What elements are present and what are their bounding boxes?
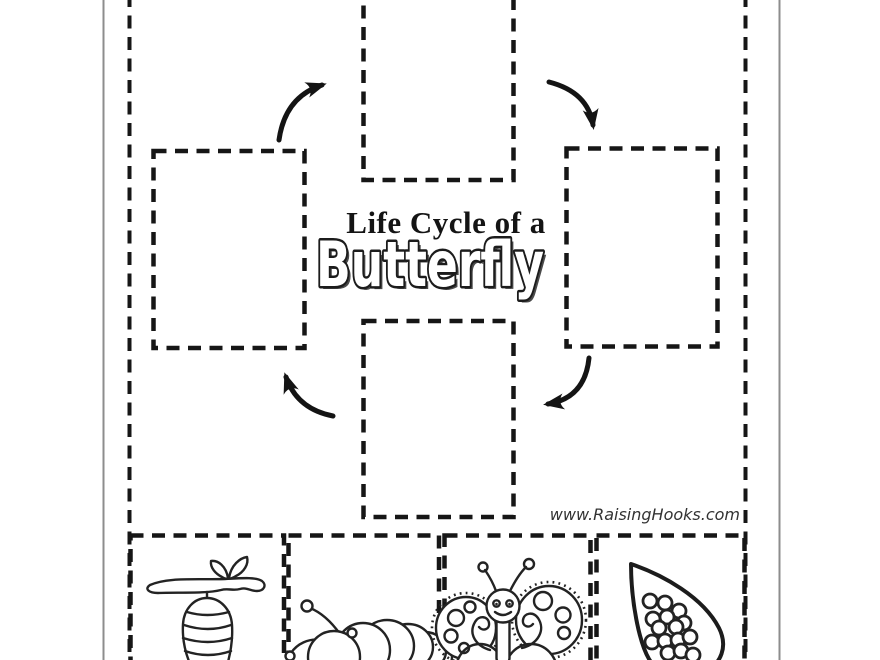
- worksheet-title-bubble: Butterfly Butterfly: [314, 226, 548, 305]
- cycle-arrow-right-to-bottom-icon: [543, 355, 592, 410]
- cycle-slot-bottom: [361, 318, 516, 520]
- cycle-arrow-top-to-right-icon: [546, 79, 599, 130]
- caterpillar-icon: [284, 599, 454, 660]
- cycle-arrow-left-to-top-icon: [276, 82, 327, 143]
- page-edge-lines: [102, 0, 781, 660]
- cycle-arrow-bottom-to-left-icon: [283, 372, 336, 419]
- title-bubble-text: Butterfly: [316, 228, 544, 301]
- cycle-slot-right: [564, 146, 720, 349]
- chrysalis-on-branch-icon: [146, 555, 266, 660]
- butterfly-icon: [430, 557, 588, 660]
- cutout-card-eggs-box: [594, 533, 747, 660]
- cutout-card-caterpillar-box: [286, 533, 442, 660]
- eggs-on-leaf-icon: [629, 562, 725, 660]
- website-credit: www.RaisingHooks.com: [549, 505, 740, 524]
- cycle-slot-top: [361, 0, 516, 183]
- title-bubble-shadow: Butterfly: [319, 231, 547, 304]
- worksheet-title-line1: Life Cycle of a: [346, 205, 546, 240]
- cycle-slot-left: [151, 148, 307, 351]
- cutout-card-chrysalis-box: [128, 533, 287, 660]
